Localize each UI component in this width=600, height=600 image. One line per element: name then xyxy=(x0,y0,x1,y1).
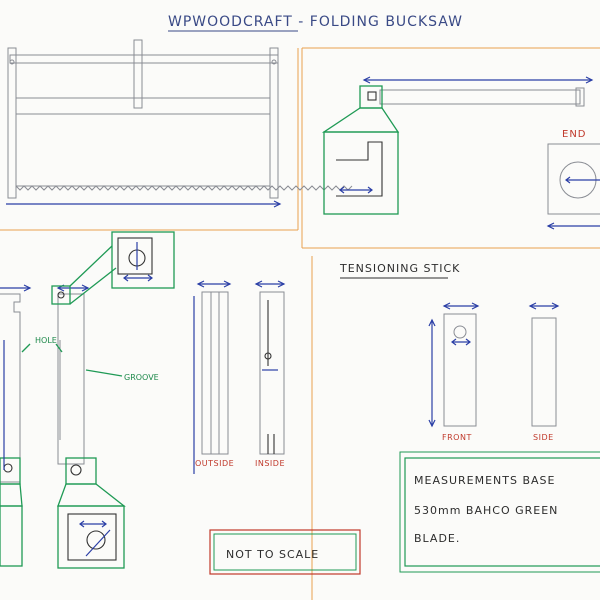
upright-detail-diagram xyxy=(0,231,175,569)
not-to-scale-text: NOT TO SCALE xyxy=(226,548,319,561)
front-view-label: FRONT xyxy=(442,433,472,442)
inside-view-label: INSIDE xyxy=(255,459,285,468)
groove-label: GROOVE xyxy=(124,373,159,382)
tensioning-stick-diagram xyxy=(428,302,560,428)
page-title: WPWOODCRAFT - FOLDING BUCKSAW xyxy=(168,14,463,30)
outside-view-label: OUTSIDE xyxy=(195,459,234,468)
note-line-1: MEASUREMENTS BASE xyxy=(414,474,555,487)
side-view-label: SIDE xyxy=(533,433,554,442)
measurements-note-box xyxy=(399,451,600,573)
hole-label: HOLE xyxy=(35,336,57,345)
assembled-saw-diagram xyxy=(6,39,353,208)
tensioning-stick-heading: TENSIONING STICK xyxy=(339,262,460,275)
panel-dividers xyxy=(0,47,600,600)
note-line-3: BLADE. xyxy=(414,532,460,545)
not-to-scale-stamp xyxy=(209,529,361,575)
outside-inside-views xyxy=(193,280,286,474)
top-bar-detail-diagram xyxy=(321,76,600,230)
note-line-2: 530mm BAHCO GREEN xyxy=(414,504,558,517)
end-view-label: END xyxy=(562,129,587,140)
